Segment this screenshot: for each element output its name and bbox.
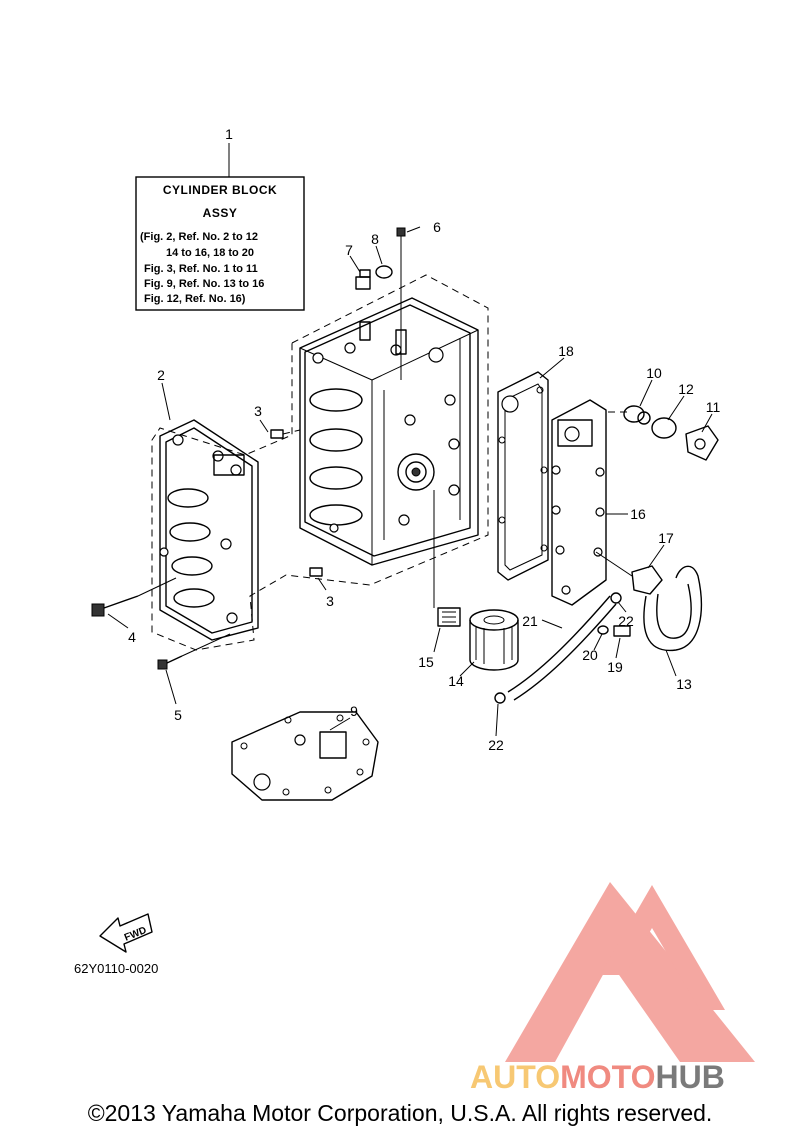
callout-15: 15 <box>418 654 434 670</box>
part-14-oil-filter <box>469 609 519 671</box>
assembly-box: CYLINDER BLOCK ASSY (Fig. 2, Ref. No. 2 … <box>135 176 305 311</box>
part-22-clip-upper <box>610 592 622 604</box>
callout-14: 14 <box>448 673 464 689</box>
callout-2: 2 <box>157 367 165 383</box>
exhaust-cover <box>551 399 607 606</box>
part-5-bolt <box>157 633 231 670</box>
svg-text:AUTOMOTOHUB: AUTOMOTOHUB <box>470 1059 725 1095</box>
callout-10: 10 <box>646 365 662 381</box>
diagram-code: 62Y0110-0020 <box>74 961 158 976</box>
callout-7: 7 <box>345 242 353 258</box>
watermark-text: AUTOMOTOHUB <box>470 1059 725 1095</box>
callout-22-lower: 22 <box>488 737 504 753</box>
callout-13: 13 <box>676 676 692 692</box>
watermark-logo <box>505 882 755 1062</box>
part-6-bolt <box>396 227 406 380</box>
cylinder-block <box>299 297 479 566</box>
watermark-moto: MOTO <box>560 1059 655 1095</box>
part-3-dowel-upper <box>270 429 284 439</box>
fwd-label: FWD <box>123 925 148 944</box>
part-22-clip-lower <box>494 692 506 704</box>
callout-1: 1 <box>225 126 233 142</box>
box-line-3: Fig. 3, Ref. No. 1 to 11 <box>144 263 258 275</box>
box-line-1: (Fig. 2, Ref. No. 2 to 12 <box>140 231 258 243</box>
part-12-gasket <box>651 417 677 439</box>
part-3-dowel-lower <box>309 567 323 577</box>
callout-labels: 1 2 3 3 4 5 6 7 8 9 10 11 12 13 14 15 16… <box>128 126 720 753</box>
callout-6: 6 <box>433 219 441 235</box>
part-20-washer <box>597 625 609 635</box>
box-line-2: 14 to 16, 18 to 20 <box>166 247 254 259</box>
callout-8: 8 <box>371 231 379 247</box>
callout-19: 19 <box>607 659 623 675</box>
callout-22-upper: 22 <box>618 613 634 629</box>
fwd-arrow-icon: FWD <box>99 913 153 953</box>
callout-5: 5 <box>174 707 182 723</box>
part-21-hose <box>507 595 617 701</box>
part-19-bolt <box>613 625 631 637</box>
block-assembly-outline <box>151 274 489 651</box>
part-10-fitting <box>623 405 651 425</box>
cylinder-head <box>159 419 259 641</box>
box-line-5: Fig. 12, Ref. No. 16) <box>144 293 246 305</box>
watermark-hub: HUB <box>655 1059 724 1095</box>
callout-3-lower: 3 <box>326 593 334 609</box>
callout-18: 18 <box>558 343 574 359</box>
callout-9: 9 <box>350 703 358 719</box>
part-15-union <box>433 490 461 627</box>
callout-20: 20 <box>582 647 598 663</box>
base-gasket <box>231 711 379 801</box>
part-13-hose <box>643 565 703 652</box>
callout-17: 17 <box>658 530 674 546</box>
callout-16: 16 <box>630 506 646 522</box>
part-7-plug <box>355 269 371 290</box>
callout-11: 11 <box>706 399 721 415</box>
watermark-auto: AUTO <box>470 1059 560 1095</box>
exhaust-gasket <box>497 371 549 581</box>
callout-12: 12 <box>678 381 694 397</box>
part-4-bolt <box>91 577 177 617</box>
part-8-washer <box>375 265 393 279</box>
callout-21: 21 <box>522 613 538 629</box>
box-title-line1: CYLINDER BLOCK <box>163 183 277 197</box>
copyright-notice: ©2013 Yamaha Motor Corporation, U.S.A. A… <box>87 1100 713 1126</box>
callout-4: 4 <box>128 629 136 645</box>
callout-3-upper: 3 <box>254 403 262 419</box>
box-title-line2: ASSY <box>203 206 238 220</box>
leader-lines <box>107 226 713 737</box>
box-line-4: Fig. 9, Ref. No. 13 to 16 <box>144 278 264 290</box>
